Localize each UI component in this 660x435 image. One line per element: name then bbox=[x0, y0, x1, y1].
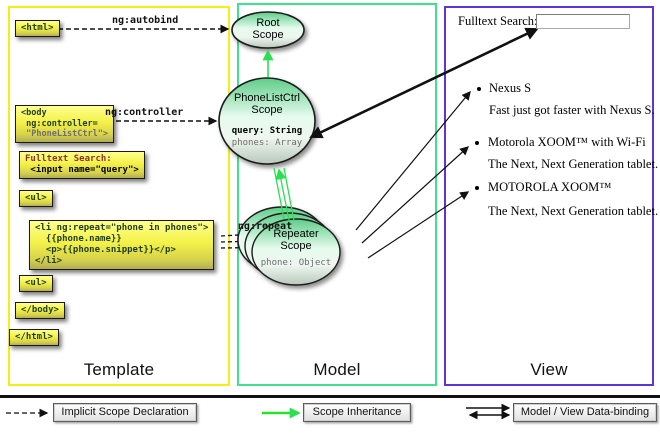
ng-autobind-label: ng:autobind bbox=[112, 15, 179, 26]
view-column-label: View bbox=[530, 360, 568, 379]
code-text: <html> bbox=[21, 23, 54, 33]
html-open-box: <html> bbox=[15, 20, 60, 37]
view-item-title: Motorola XOOM™ with Wi-Fi bbox=[488, 135, 646, 149]
code-text: ng:controller= bbox=[21, 118, 98, 129]
fulltext-search-label: Fulltext Search: bbox=[458, 14, 538, 28]
legend-databinding: Model / View Data-binding bbox=[513, 403, 657, 422]
query-property: query: String bbox=[231, 126, 303, 136]
view-column: View bbox=[444, 6, 654, 386]
bullet-icon bbox=[475, 186, 479, 190]
code-text: <li ng:repeat="phone in phones"> bbox=[35, 223, 209, 233]
legend-implicit-scope: Implicit Scope Declaration bbox=[53, 403, 197, 422]
root-scope-title: Root Scope bbox=[252, 17, 284, 41]
legend-divider bbox=[0, 395, 660, 398]
body-open-box: <body ng:controller= "PhoneListCtrl"> bbox=[15, 105, 114, 143]
code-text: <p>{{phone.snippet}}</p> bbox=[35, 245, 176, 255]
code-text: "PhoneListCtrl"> bbox=[21, 129, 108, 139]
view-item-desc: Fast just got faster with Nexus S. bbox=[489, 103, 655, 117]
bullet-icon bbox=[475, 141, 479, 145]
model-column-label: Model bbox=[313, 360, 361, 379]
phones-property: phones: Array bbox=[231, 138, 303, 148]
ul-close-box: <ul> bbox=[19, 275, 53, 292]
code-text: {{phone.name}} bbox=[35, 234, 122, 244]
li-repeat-box: <li ng:repeat="phone in phones"> {{phone… bbox=[29, 220, 215, 270]
view-item-desc: The Next, Next Generation tablet. bbox=[488, 204, 659, 218]
view-item-title: MOTOROLA XOOM™ bbox=[488, 180, 612, 194]
ng-controller-label: ng:controller bbox=[105, 107, 184, 118]
phone-property: phone: Object bbox=[260, 258, 332, 268]
bullet-icon bbox=[477, 87, 481, 91]
body-close-box: </body> bbox=[15, 302, 65, 319]
ul-open-box: <ul> bbox=[19, 190, 53, 207]
html-close-box: </html> bbox=[9, 329, 59, 346]
code-text: Fulltext Search: bbox=[25, 154, 112, 164]
view-item-desc: The Next, Next Generation tablet. bbox=[488, 157, 659, 171]
code-text: <body bbox=[21, 108, 47, 118]
code-text: <ul> bbox=[25, 193, 47, 203]
fulltext-search-box: Fulltext Search: <input name="query"> bbox=[19, 151, 145, 179]
model-column: Model bbox=[237, 3, 437, 386]
legend-scope-inheritance: Scope Inheritance bbox=[303, 403, 411, 422]
code-text: </li> bbox=[35, 256, 63, 266]
fulltext-search-input[interactable] bbox=[536, 14, 630, 29]
code-text: </html> bbox=[15, 332, 53, 342]
view-item-title: Nexus S bbox=[489, 81, 532, 95]
code-text: <input name="query"> bbox=[25, 165, 139, 175]
phonelistctrl-scope-title: PhoneListCtrl Scope bbox=[233, 92, 301, 116]
template-column-label: Template bbox=[83, 360, 155, 379]
code-text: </body> bbox=[21, 305, 59, 315]
code-text: <ul> bbox=[25, 278, 47, 288]
repeater-scope-title: Repeater Scope bbox=[273, 228, 319, 252]
